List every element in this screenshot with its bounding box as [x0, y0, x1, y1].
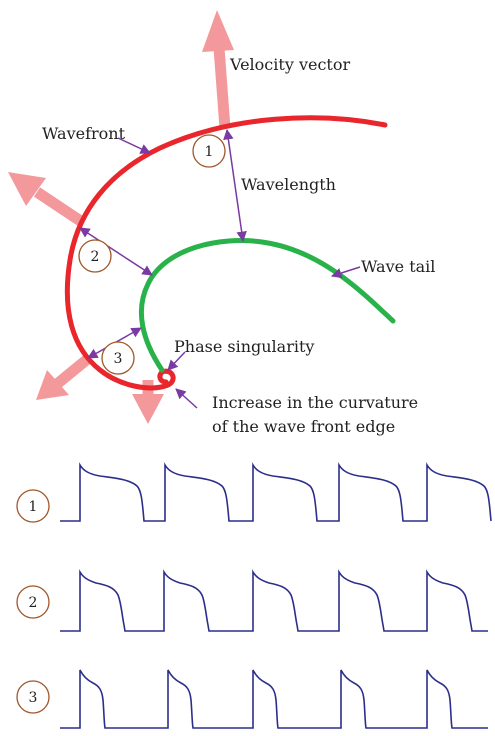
trace-2-waveform: [60, 569, 488, 632]
location-markers: 1 2 3: [78, 134, 226, 375]
curvature-label-line1: Increase in the curvature: [212, 393, 418, 412]
marker-3-ring: [101, 341, 135, 375]
trace-3-waveform: [60, 669, 488, 729]
wavelength-pointer: [223, 128, 247, 243]
curvature-label-line2: of the wave front edge: [212, 417, 395, 436]
marker-2-ring: [78, 239, 112, 273]
wave-tail-pointer: [331, 266, 361, 279]
velocity-arrows: [8, 10, 234, 424]
phase-singularity-pointer: [167, 351, 186, 371]
velocity-vector-label: Velocity vector: [229, 55, 350, 74]
diagram-labels: Velocity vector Wavefront Wavelength Wav…: [42, 55, 435, 436]
marker-2-label: 2: [91, 249, 100, 265]
marker-1-label: 1: [205, 144, 214, 160]
trace-row-2: 2: [16, 569, 488, 632]
wavelength-label: Wavelength: [241, 175, 336, 194]
trace-row-3: 3: [16, 669, 488, 729]
trace-1-marker-label: 1: [29, 499, 38, 515]
velocity-arrow-top: [213, 47, 231, 129]
trace-3-marker-label: 3: [29, 690, 38, 706]
trace-2-marker-ring: [16, 585, 50, 619]
phase-singularity-label: Phase singularity: [174, 337, 314, 356]
velocity-arrow-left: [33, 187, 86, 227]
velocity-arrow-left-head: [8, 172, 46, 206]
velocity-arrow-top-head: [202, 10, 234, 52]
wavefront-curve: [64, 115, 388, 391]
marker-1-ring: [192, 134, 226, 168]
wave-tail-curve: [139, 238, 396, 373]
wave-tail-label: Wave tail: [361, 257, 435, 276]
trace-row-1: 1: [16, 462, 492, 523]
trace-1-marker-ring: [16, 489, 50, 523]
velocity-arrow-bottom-left-head: [36, 370, 69, 400]
wavefront-pointer: [117, 137, 151, 154]
wavefront-label: Wavefront: [42, 124, 126, 143]
velocity-arrow-bottom-left: [53, 352, 94, 389]
marker-3-label: 3: [114, 351, 123, 367]
trace-3-marker-ring: [16, 680, 50, 714]
curvature-pointer: [175, 388, 198, 409]
trace-2-marker-label: 2: [29, 595, 38, 611]
trace-1-waveform: [60, 462, 492, 522]
velocity-arrow-bottom-head: [132, 394, 164, 424]
gap-2-pointer: [79, 227, 153, 276]
